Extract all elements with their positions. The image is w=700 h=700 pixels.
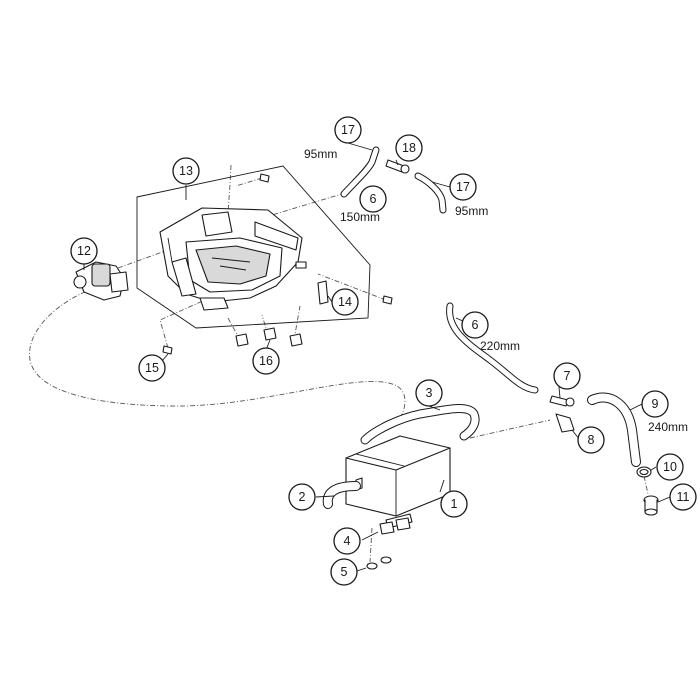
hose-17-top — [340, 146, 380, 198]
callout-15: 15 — [138, 354, 166, 382]
dashed-line-10-11 — [643, 475, 649, 495]
dimension-240mm: 240mm — [648, 420, 688, 434]
bracket-assembly-box — [136, 165, 371, 329]
callout-12: 12 — [70, 237, 98, 265]
callout-7: 7 — [553, 362, 581, 390]
nut-5 — [366, 556, 392, 570]
clamp-10 — [636, 466, 652, 478]
svg-text:1: 1 — [451, 497, 458, 511]
rubber-pad — [317, 280, 329, 305]
fitting-7 — [549, 395, 575, 407]
callout-16: 16 — [252, 347, 280, 375]
dashed-line-16c — [293, 305, 301, 341]
callout-2: 2 — [288, 483, 316, 511]
svg-text:6: 6 — [370, 192, 377, 206]
svg-text:17: 17 — [456, 180, 470, 194]
dashed-line-12-to-bracket — [117, 249, 169, 269]
svg-text:11: 11 — [677, 490, 690, 504]
hose-17-right — [414, 172, 447, 214]
hose-6-220 — [446, 302, 539, 394]
svg-text:14: 14 — [338, 295, 352, 309]
callout-3: 3 — [415, 379, 443, 407]
dashed-line-14-bolt — [317, 273, 387, 301]
svg-text:18: 18 — [402, 141, 416, 155]
callout-14: 14 — [331, 288, 359, 316]
svg-text:10: 10 — [663, 460, 677, 474]
svg-text:16: 16 — [259, 354, 273, 368]
assembly-lines — [29, 164, 649, 563]
svg-text:5: 5 — [341, 565, 348, 579]
svg-text:3: 3 — [426, 386, 433, 400]
hose-2 — [322, 481, 361, 509]
callout-17-right: 17 95mm — [449, 173, 488, 218]
svg-text:12: 12 — [77, 244, 91, 258]
dimension-95mm-top: 95mm — [304, 147, 337, 161]
svg-text:7: 7 — [564, 369, 571, 383]
clip-16a — [235, 333, 249, 347]
callout-1: 1 — [440, 490, 468, 518]
callout-5: 5 — [330, 558, 358, 586]
callout-9-240mm: 9 240mm — [641, 390, 688, 434]
dashed-line-8-to-canister — [469, 419, 551, 439]
hose-9-240 — [587, 392, 641, 467]
canister-bracket-shield — [159, 207, 307, 311]
svg-text:4: 4 — [344, 534, 351, 548]
svg-text:6: 6 — [472, 318, 479, 332]
callout-18: 18 — [395, 134, 423, 162]
clip-16b — [263, 327, 277, 341]
clip-4 — [379, 517, 411, 535]
cap-11 — [643, 495, 659, 516]
clip-16c — [289, 333, 303, 347]
dimension-150mm: 150mm — [340, 210, 380, 224]
purge-valve — [73, 261, 129, 301]
dashed-line-12-to-3 — [29, 287, 406, 419]
callout-6-150mm: 6 150mm — [340, 185, 387, 224]
callout-8: 8 — [577, 426, 605, 454]
callout-10: 10 — [656, 453, 684, 481]
svg-text:17: 17 — [341, 123, 355, 137]
dashed-line-15 — [159, 299, 206, 349]
svg-text:2: 2 — [299, 490, 306, 504]
charcoal-canister — [345, 435, 451, 529]
bolt-14-side — [382, 295, 393, 305]
dimension-95mm-right: 95mm — [455, 204, 488, 218]
callout-13: 13 — [172, 157, 200, 185]
callout-6-220mm: 6 220mm — [461, 311, 520, 353]
svg-text:15: 15 — [145, 361, 159, 375]
svg-text:8: 8 — [588, 433, 595, 447]
bolt-top — [259, 173, 270, 183]
fasteners — [162, 159, 410, 355]
callout-4: 4 — [333, 527, 361, 555]
dimension-220mm: 220mm — [480, 339, 520, 353]
dashed-line-bolt-top — [235, 177, 263, 187]
hose-3 — [360, 404, 480, 445]
svg-text:13: 13 — [179, 164, 193, 178]
connector-8 — [555, 413, 575, 433]
svg-text:9: 9 — [652, 397, 659, 411]
callout-11: 11 — [669, 483, 697, 511]
callout-17-top: 17 95mm — [304, 116, 362, 161]
dashed-line-6-150 — [261, 192, 346, 219]
dashed-line-4-5 — [369, 527, 373, 563]
bolt-15 — [162, 345, 173, 355]
dashed-line-bracket-top — [225, 164, 232, 241]
